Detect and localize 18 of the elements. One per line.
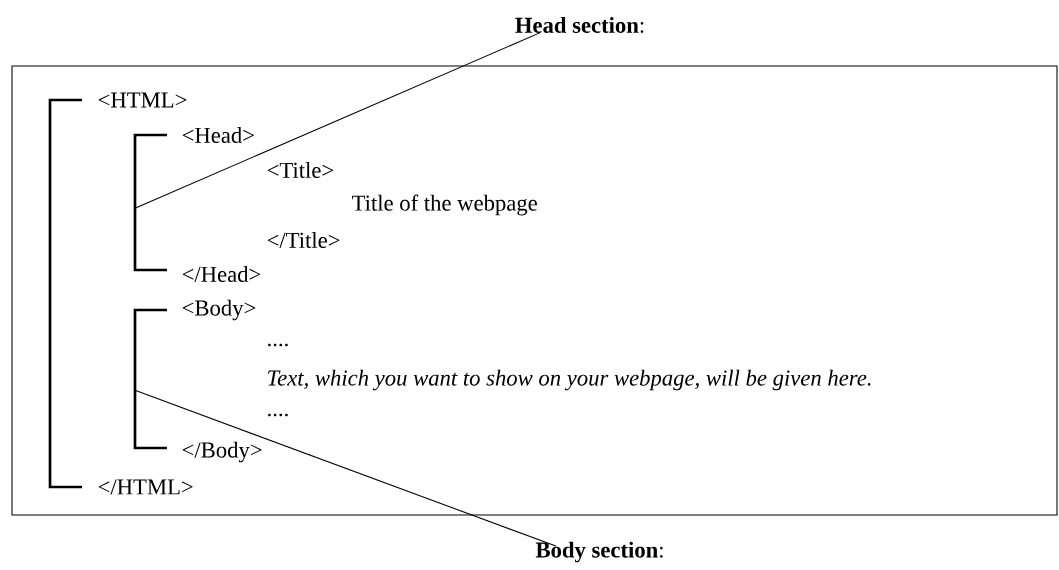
leader-line	[134, 389, 557, 547]
code-line: </Body>	[182, 441, 262, 463]
section-label: Body section:	[535, 541, 663, 563]
code-line: </Head>	[182, 266, 261, 282]
leader-line	[134, 32, 541, 209]
section-label: Head section:	[515, 16, 644, 33]
code-line: </Title>	[267, 232, 340, 248]
code-line: </HTML>	[98, 479, 193, 495]
code-line: ....	[268, 343, 288, 347]
code-line: ....	[268, 413, 288, 417]
code-line: <Head>	[182, 127, 254, 143]
bracket	[133, 308, 167, 450]
code-line: <HTML>	[98, 92, 187, 108]
code-line: Title of the webpage	[352, 194, 537, 216]
code-line: <Title>	[267, 162, 334, 178]
code-line: <Body>	[182, 299, 256, 321]
body-text: Text, which you want to show on your webpage, will be given here.	[268, 369, 871, 391]
bracket	[133, 133, 167, 272]
